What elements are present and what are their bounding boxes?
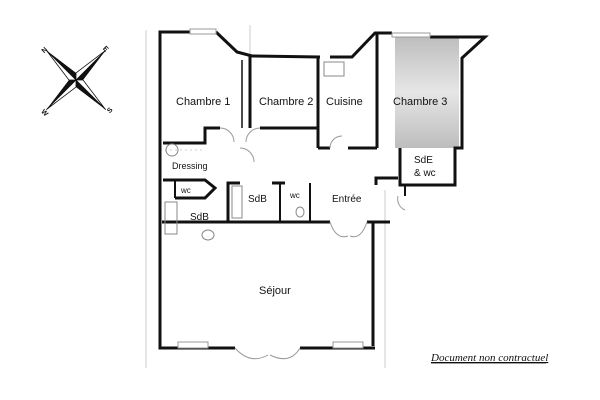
chambre3-shading: [395, 36, 459, 148]
room-label-chambre-2: Chambre 2: [259, 96, 313, 108]
room-label-sdb-2: SdB: [248, 194, 267, 205]
door-swings: [219, 127, 406, 360]
disclaimer-note: Document non contractuel: [430, 352, 548, 364]
room-label-sde-wc: & wc: [414, 168, 436, 179]
room-label-sde: SdE: [414, 155, 433, 166]
room-label-dressing: Dressing: [172, 161, 208, 171]
windows: [177, 28, 431, 349]
room-label-chambre-3: Chambre 3: [393, 96, 447, 108]
compass-west: W: [39, 108, 49, 118]
room-label-wc-1: wc: [180, 186, 191, 195]
room-label-entree: Entrée: [332, 194, 362, 205]
room-label-sdb-1: SdB: [190, 212, 209, 223]
room-label-cuisine: Cuisine: [326, 96, 363, 108]
room-label-chambre-1: Chambre 1: [176, 96, 230, 108]
fixtures: [164, 61, 345, 241]
compass-east: E: [101, 45, 109, 53]
compass-rose-icon: [45, 49, 107, 111]
room-label-sejour: Séjour: [259, 285, 291, 297]
room-label-wc-2: wc: [289, 191, 300, 200]
compass-north: N: [41, 46, 50, 55]
compass-south: S: [106, 106, 114, 114]
